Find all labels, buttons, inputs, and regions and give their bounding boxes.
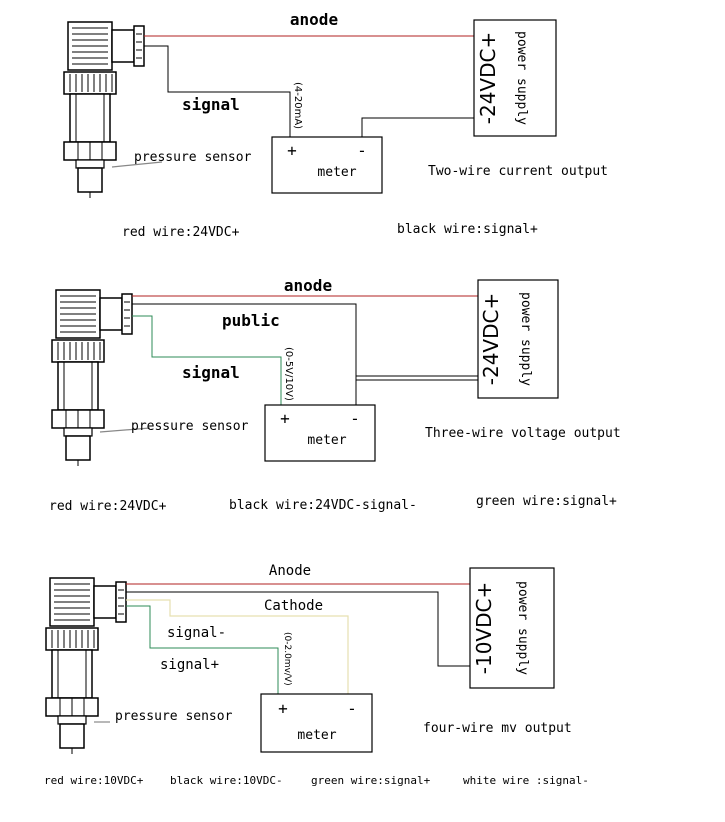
meter-minus: -: [347, 699, 357, 718]
green-wire: [132, 315, 282, 405]
signal-label: signal: [182, 95, 240, 114]
meter-plus: +: [287, 141, 297, 160]
pressure-sensor-icon: [45, 577, 127, 755]
public-label: public: [222, 311, 280, 330]
meter-minus: -: [357, 141, 367, 160]
meter-label: meter: [317, 165, 356, 180]
legend-item: black wire:10VDC-: [170, 774, 283, 787]
legend-item: black wire:24VDC-signal-: [229, 498, 417, 513]
legend-item: green wire:signal+: [311, 774, 431, 787]
meter-box: [260, 693, 373, 753]
section-two-wire: + - meter -24VDC+ power supply anode sig…: [63, 10, 608, 240]
meter-box: [271, 136, 383, 194]
legend-item: white wire :signal-: [463, 774, 589, 787]
anode-label: anode: [290, 10, 338, 29]
power-label: power supply: [514, 31, 529, 125]
power-voltage: -24VDC+: [479, 293, 503, 385]
return-wire: [355, 375, 478, 405]
anode-label: Anode: [269, 563, 311, 579]
meter-label: meter: [307, 433, 346, 448]
anode-label: anode: [284, 276, 332, 295]
white-wire: [126, 599, 349, 694]
legend-item: green wire:signal+: [476, 494, 617, 509]
meter-label: meter: [297, 728, 336, 743]
pressure-sensor-icon: [51, 289, 133, 467]
sensor-label: pressure sensor: [131, 419, 249, 434]
cathode-label: Cathode: [264, 598, 323, 614]
black-wire: [132, 303, 478, 381]
power-supply-box: [473, 19, 557, 137]
section-title: four-wire mv output: [423, 721, 572, 736]
section-title: Three-wire voltage output: [425, 426, 621, 441]
section-title: Two-wire current output: [428, 164, 608, 179]
meter-box: [264, 404, 376, 462]
power-supply-box: [469, 567, 555, 689]
legend-item: red wire:10VDC+: [44, 774, 144, 787]
power-supply-box: [477, 279, 559, 399]
legend-item: red wire:24VDC+: [122, 225, 240, 240]
section-three-wire: + - meter -24VDC+ power supply anode pub…: [49, 276, 621, 514]
range-label: (0-5V/10V): [283, 347, 294, 401]
black-wire: [144, 45, 291, 137]
power-label: power supply: [515, 581, 530, 675]
signal-minus-label: signal-: [167, 625, 226, 641]
power-voltage: -10VDC+: [472, 582, 496, 674]
range-label: (0-2.0mv/V): [282, 632, 292, 686]
meter-plus: +: [278, 699, 288, 718]
meter-minus: -: [350, 409, 360, 428]
green-wire: [126, 605, 279, 694]
legend-item: black wire:signal+: [397, 222, 538, 237]
sensor-label: pressure sensor: [115, 709, 233, 724]
meter-plus: +: [280, 409, 290, 428]
sensor-label: pressure sensor: [134, 150, 252, 165]
power-label: power supply: [518, 292, 533, 386]
power-voltage: -24VDC+: [476, 32, 500, 124]
section-four-wire: + - meter -10VDC+ power supply Anode Cat…: [44, 563, 589, 787]
signal-label: signal: [182, 363, 240, 382]
legend-item: red wire:24VDC+: [49, 499, 167, 514]
signal-plus-label: signal+: [160, 657, 219, 673]
pressure-sensor-icon: [63, 21, 145, 199]
return-wire: [361, 117, 474, 137]
range-label: (4-20mA): [292, 82, 303, 129]
black-wire: [126, 591, 470, 667]
